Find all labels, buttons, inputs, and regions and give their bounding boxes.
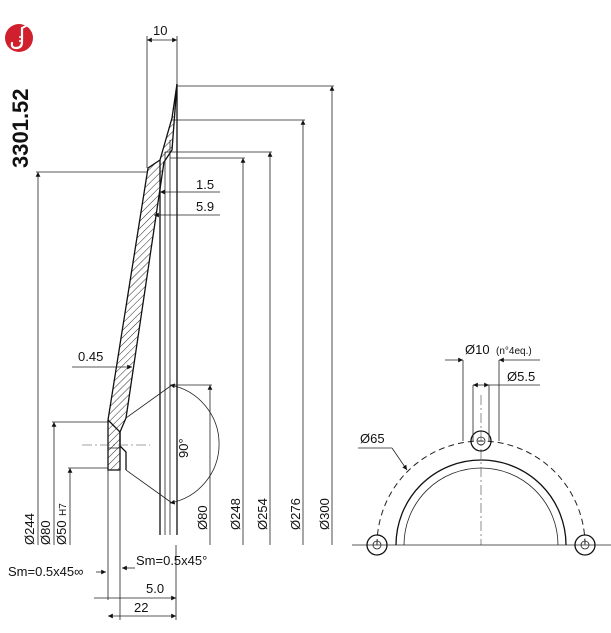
dim-len-22: 22: [134, 600, 148, 615]
blade-section: [107, 83, 178, 471]
dim-top-width: 10: [153, 23, 167, 38]
dim-0-45: 0.45: [78, 349, 103, 364]
dim-dia50-tol: H7: [58, 503, 69, 516]
dim-dia248: Ø248: [228, 498, 243, 530]
part-code: 3301.52: [8, 88, 33, 168]
dim-5-9: 5.9: [196, 199, 214, 214]
dim-dia254: Ø254: [255, 498, 270, 530]
dim-dia244: Ø244: [22, 513, 37, 545]
saxophone-icon: [5, 24, 33, 52]
dim-dia80-left: Ø80: [38, 520, 53, 545]
angle-label: 90°: [176, 438, 191, 458]
dim-dia80-right: Ø80: [195, 505, 210, 530]
bolt-pattern-view: [352, 357, 611, 556]
chamfer-right: Sm=0.5x45°: [136, 553, 207, 568]
hole-diameter: Ø10: [465, 342, 490, 357]
chamfer-left: Sm=0.5x45∞: [8, 564, 83, 579]
pcd-diameter: Ø65: [360, 431, 385, 446]
dim-dia300: Ø300: [317, 498, 332, 530]
hole-note: (n°4eq.): [496, 346, 532, 357]
dim-1-5: 1.5: [196, 177, 214, 192]
slot-diameter: Ø5.5: [507, 369, 535, 384]
top-hole: [470, 430, 492, 452]
dim-dia50: Ø50: [54, 520, 69, 545]
dim-len-5: 5.0: [146, 581, 164, 596]
dim-dia276: Ø276: [288, 498, 303, 530]
